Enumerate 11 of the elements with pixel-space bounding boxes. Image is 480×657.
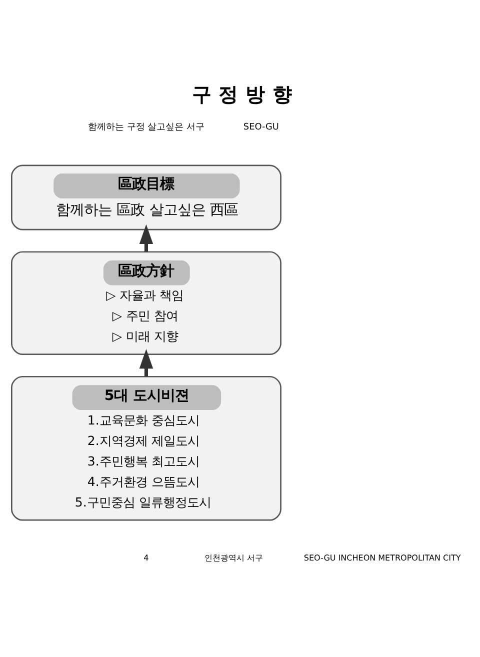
node-box: 區政目標 함께하는 區政 살고싶은 西區 <box>11 164 282 230</box>
arrow <box>139 224 154 252</box>
node-box: 區政方針 ▷ 자율과 책임 ▷ 주민 참여 ▷ 미래 지향 <box>11 251 282 355</box>
label: SEO-GU <box>243 122 279 132</box>
arrow <box>139 349 154 377</box>
node-box: 5대 도시비젼 1.교육문화 중심도시 2.지역경제 제일도시 3.주민행복 최고도시 4.주거환경 으뜸도시 5.구민중심 일류행정도시 <box>11 376 282 521</box>
diagram-title: 구 정 방 향 <box>192 82 292 106</box>
label: SEO-GU INCHEON METROPOLITAN CITY <box>304 553 461 562</box>
label: 함께하는 구정 살고싶은 서구 <box>88 122 204 132</box>
label: 인천광역시 서구 <box>204 553 263 562</box>
label: 4 <box>144 553 149 562</box>
